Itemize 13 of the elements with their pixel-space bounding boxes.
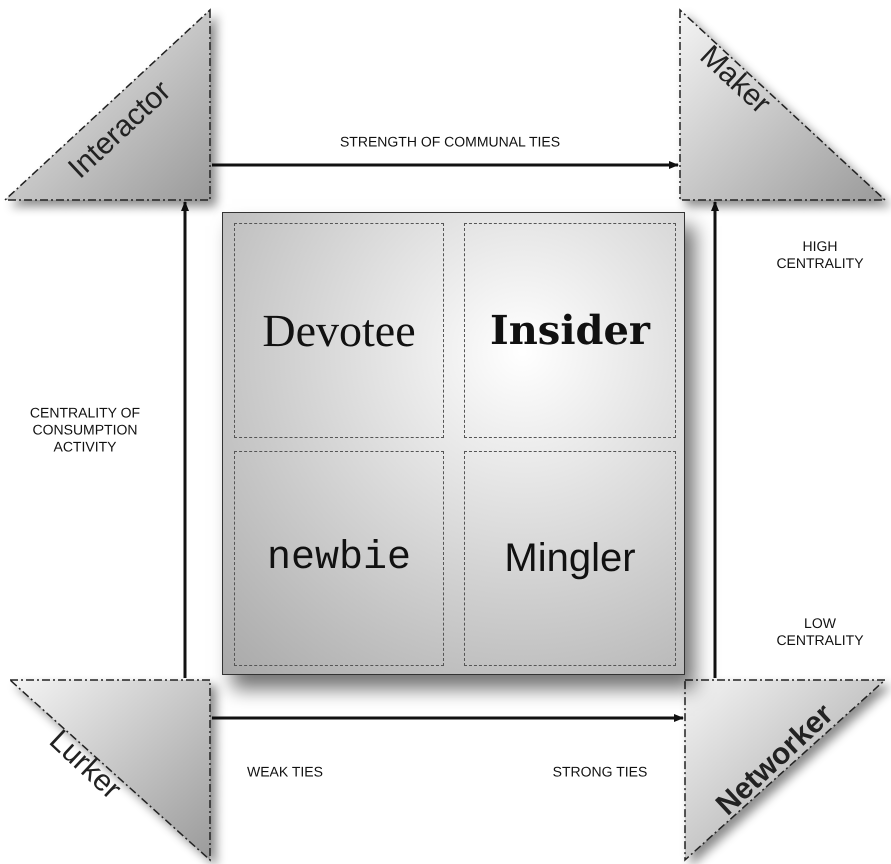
quadrant-label: Insider: [490, 307, 650, 354]
quadrant-panel: [464, 451, 676, 666]
quadrant-panel: [234, 223, 444, 438]
arrow: [711, 201, 719, 678]
quadrant-panel: [464, 223, 676, 438]
quadrant-panel: [234, 451, 444, 666]
arrow: [212, 161, 679, 169]
quadrant-label: newbie: [266, 536, 412, 581]
arrow: [212, 714, 684, 722]
arrow: [181, 201, 189, 678]
quadrant-label: Mingler: [504, 536, 636, 581]
matrix-panel: [222, 212, 685, 675]
quadrant-label: Devotee: [262, 304, 416, 357]
